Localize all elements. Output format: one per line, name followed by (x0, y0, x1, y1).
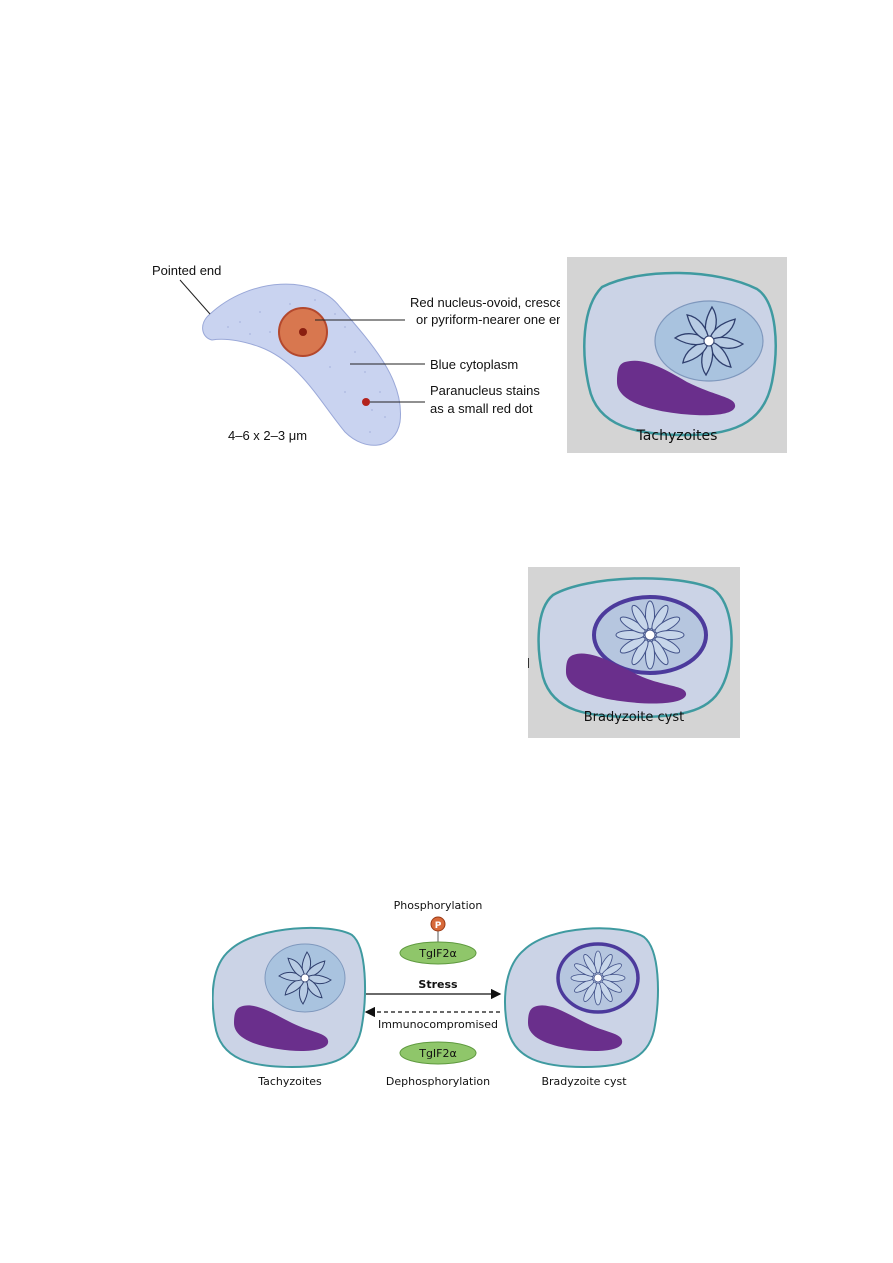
label-size: 4–6 x 2–3 μm (228, 428, 307, 443)
label-paranucleus-line2: as a small red dot (430, 401, 533, 416)
left-rosette (278, 951, 332, 1005)
tachyzoites-panel: Tachyzoites (567, 257, 787, 453)
tachyzoites-caption: Tachyzoites (636, 428, 718, 444)
tachyzoite-body (202, 283, 402, 446)
paranucleus-dot (362, 398, 370, 406)
left-host-nucleus (234, 1005, 329, 1051)
immunocompromised-label: Immunocompromised (378, 1018, 498, 1031)
host-nucleus (566, 653, 687, 704)
tachyzoite-rosette (673, 305, 745, 377)
nucleus-dot (299, 328, 307, 336)
enzyme-top-label: TgIF2α (418, 947, 457, 960)
right-host-nucleus (528, 1005, 623, 1051)
label-nucleus-line1: Red nucleus-ovoid, crescentic (410, 295, 560, 310)
tachyzoite-morphology-figure: Pointed end Red nucleus-ovoid, crescenti… (152, 263, 560, 446)
bradyzoite-rosette (615, 600, 685, 670)
pointed-end-leader (179, 279, 211, 315)
phosphate-badge (430, 916, 446, 932)
bradyzoite-cyst-caption: Bradyzoite cyst (584, 710, 685, 725)
dephosphorylation-label: Dephosphorylation (386, 1075, 490, 1088)
bradyzoite-cyst-panel: Bradyzoite cyst (528, 567, 740, 738)
stress-label: Stress (418, 978, 458, 991)
label-pointed-end: Pointed end (152, 263, 221, 278)
label-nucleus-line2: or pyriform-nearer one end (416, 312, 560, 327)
tachyzoites-caption: Tachyzoites (257, 1075, 322, 1088)
interconversion-diagram: Phosphorylation P TgIF2α (212, 899, 659, 1088)
label-cytoplasm: Blue cytoplasm (430, 357, 518, 372)
enzyme-bottom-label: TgIF2α (418, 1047, 457, 1060)
enzyme-top (399, 941, 477, 965)
host-nucleus (617, 360, 736, 416)
phosphate-badge-text: P (435, 921, 442, 931)
stray-mark (528, 658, 529, 668)
label-paranucleus-line1: Paranucleus stains (430, 383, 540, 398)
enzyme-bottom (399, 1041, 477, 1065)
phosphorylation-label: Phosphorylation (394, 899, 483, 912)
bradyzoite-cyst-caption: Bradyzoite cyst (541, 1075, 627, 1088)
right-rosette (570, 950, 626, 1006)
